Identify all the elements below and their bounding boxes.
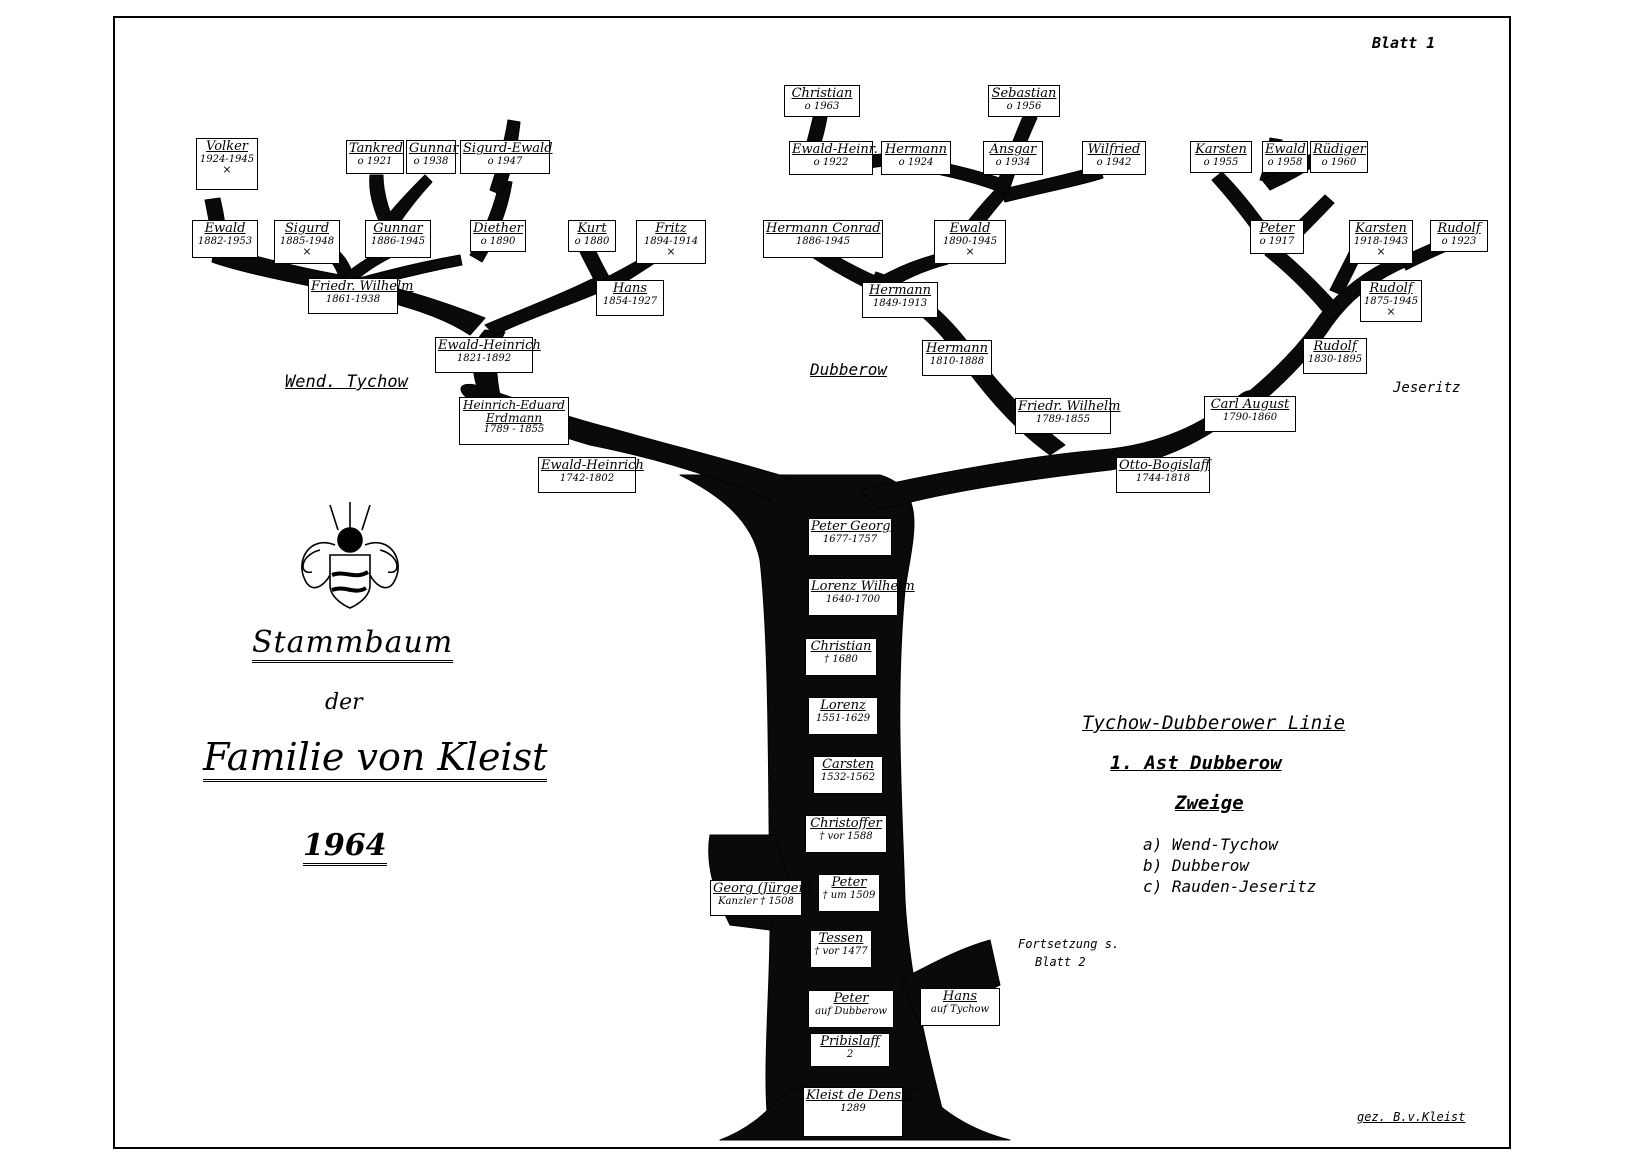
coat-of-arms-icon (301, 502, 399, 609)
title-der: der (325, 690, 363, 715)
legend-line: Tychow-Dubberower Linie (1082, 712, 1346, 734)
continuation-line2: Blatt 2 (1035, 955, 1086, 969)
node-ewald-heinr-1922: Ewald-Heinr.o 1922 (789, 141, 878, 175)
legend-item-b: b) Dubberow (1143, 856, 1249, 875)
page-frame (113, 16, 1511, 1149)
title-family: Familie von Kleist (203, 735, 548, 782)
sheet-number: Blatt 1 (1372, 34, 1436, 52)
title-stammbaum: Stammbaum (252, 625, 454, 663)
node-christoffer: Christoffer† vor 1588 (805, 815, 887, 853)
continuation-line1: Fortsetzung s. (1018, 937, 1120, 951)
branch-label-jeseritz: Jeseritz (1393, 380, 1461, 396)
node-georg-juergen: Georg (Jürgen)Kanzler † 1508 (710, 880, 812, 916)
signature: gez. B.v.Kleist (1357, 1110, 1466, 1124)
node-christian-1680: Christian† 1680 (805, 638, 877, 676)
title-year: 1964 (303, 828, 387, 866)
branch-label-dubberow: Dubberow (810, 360, 888, 379)
legend-twigs: Zweige (1175, 792, 1244, 814)
legend-branch: 1. Ast Dubberow (1110, 752, 1282, 774)
legend-item-a: a) Wend-Tychow (1143, 835, 1278, 854)
node-peter-1509: Peter† um 1509 (818, 874, 880, 912)
node-tessen: Tessen† vor 1477 (810, 930, 872, 968)
legend-item-c: c) Rauden-Jeseritz (1143, 877, 1317, 896)
branch-label-wend-tychow: Wend. Tychow (285, 372, 408, 392)
